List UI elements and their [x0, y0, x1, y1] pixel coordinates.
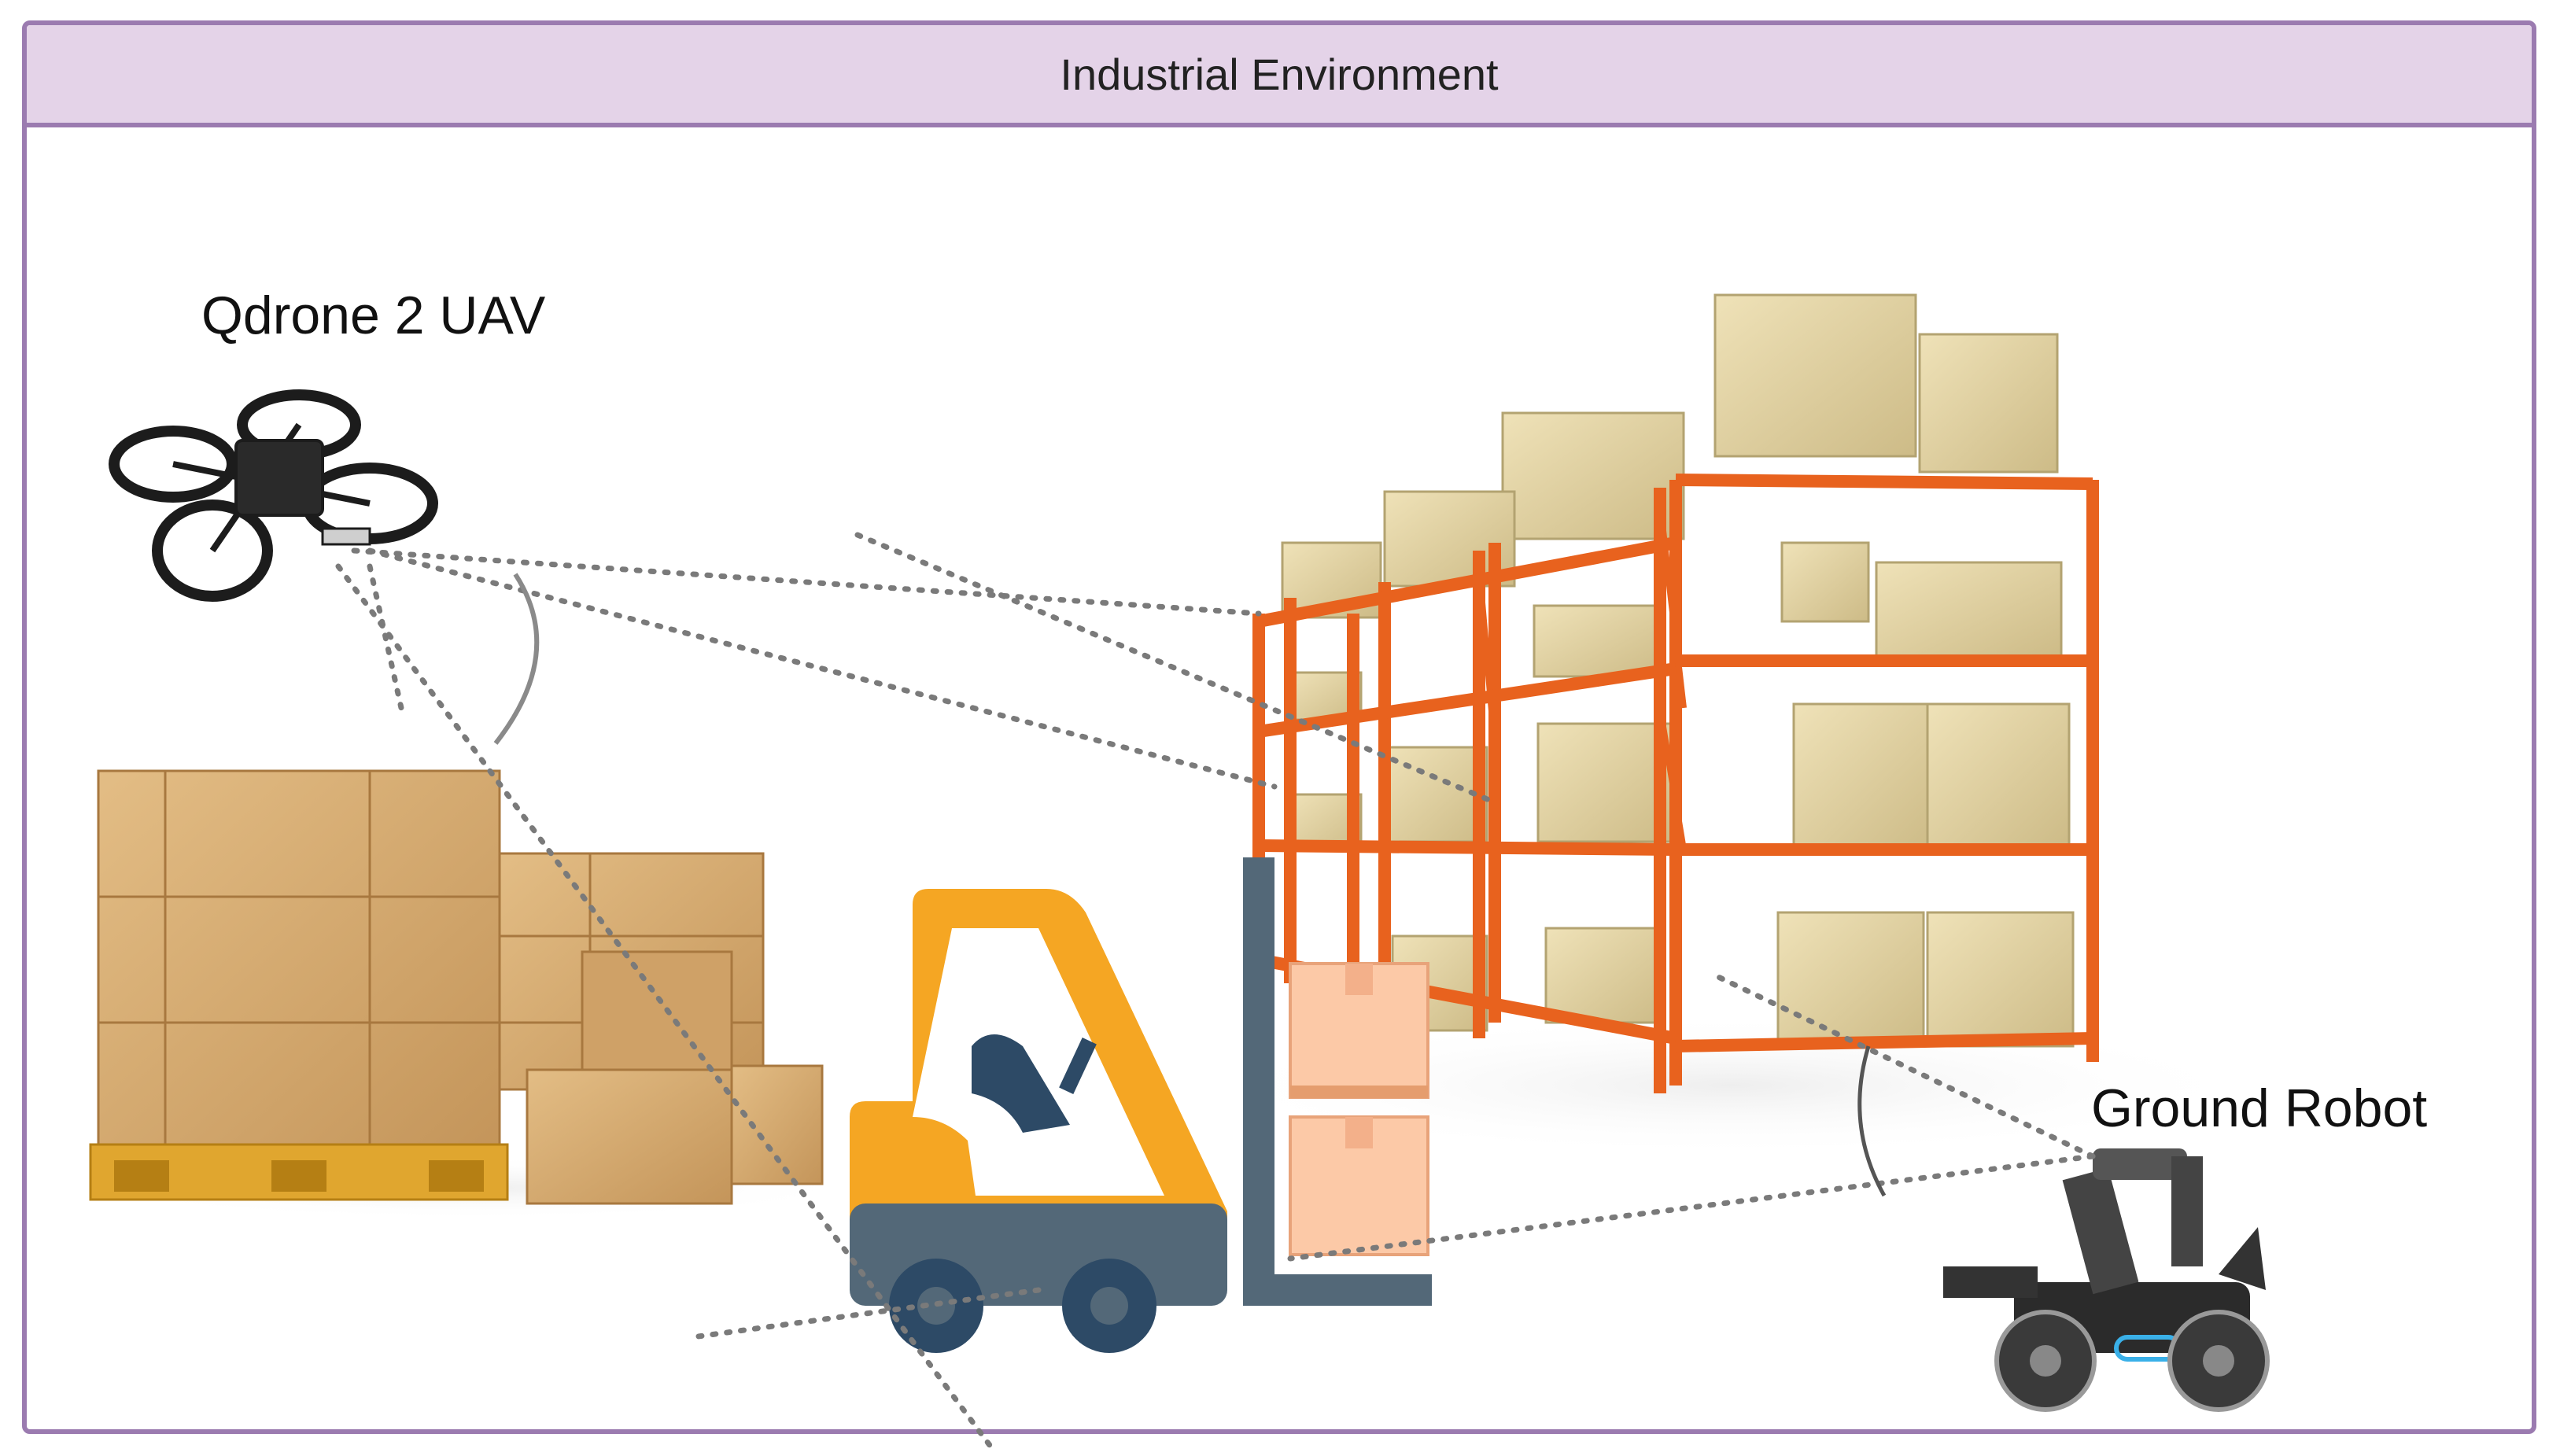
drone-icon: [109, 389, 438, 602]
sensor-rays: [335, 532, 2096, 1450]
robot-label: Ground Robot: [2091, 1078, 2428, 1138]
diagram-title: Industrial Environment: [1060, 49, 1499, 99]
ground-robot-icon: [1943, 1148, 2270, 1412]
box-pallet-icon: [79, 769, 865, 1219]
forklift-icon: [850, 857, 1432, 1353]
robot-fov-arc: [1857, 1045, 1887, 1197]
warehouse-rack-icon: [1196, 293, 2266, 1156]
diagram-header: Industrial Environment: [27, 25, 2532, 127]
uav-label: Qdrone 2 UAV: [201, 286, 546, 345]
uav-fov-arc: [493, 573, 540, 745]
